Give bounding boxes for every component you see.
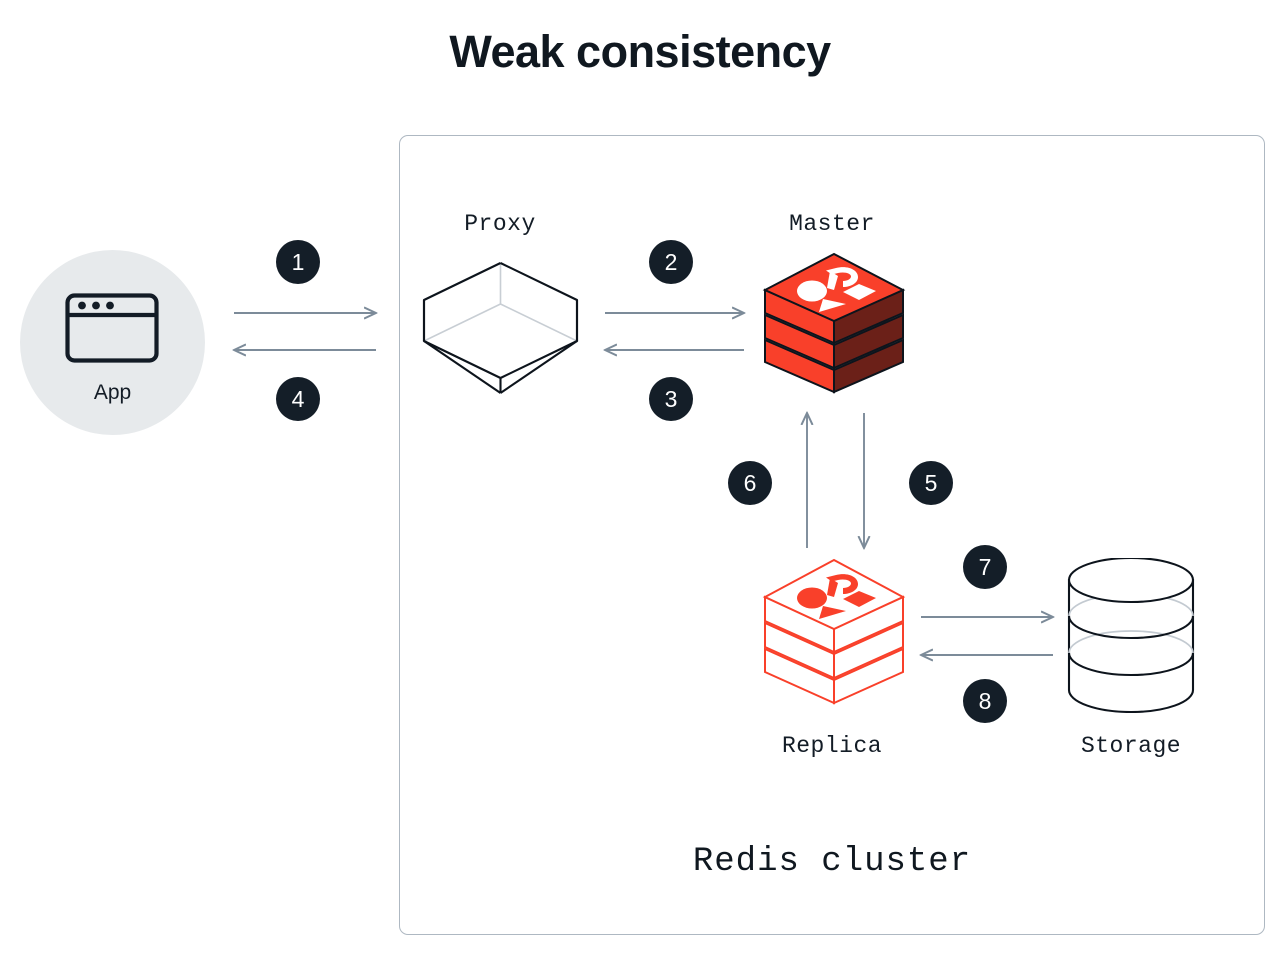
storage-label: Storage xyxy=(1080,733,1182,759)
step-badge-4[interactable]: 4 xyxy=(276,377,320,421)
step-badge-7[interactable]: 7 xyxy=(963,545,1007,589)
app-node[interactable] xyxy=(20,250,205,435)
app-label: App xyxy=(93,381,132,404)
browser-window-icon xyxy=(65,293,159,363)
step-badge-2[interactable]: 2 xyxy=(649,240,693,284)
isometric-open-box-icon xyxy=(422,262,579,394)
redis-cube-filled-icon xyxy=(762,252,906,394)
database-cylinder-icon xyxy=(1067,556,1195,714)
replica-node[interactable] xyxy=(762,556,906,706)
storage-node[interactable] xyxy=(1065,556,1197,714)
redis-cube-outline-icon xyxy=(762,558,906,705)
proxy-node[interactable] xyxy=(418,258,583,398)
step-badge-6[interactable]: 6 xyxy=(728,461,772,505)
page-title: Weak consistency xyxy=(449,26,831,77)
step-badge-1[interactable]: 1 xyxy=(276,240,320,284)
step-badge-8[interactable]: 8 xyxy=(963,679,1007,723)
master-node[interactable] xyxy=(762,250,906,395)
master-label: Master xyxy=(789,211,875,237)
step-badge-3[interactable]: 3 xyxy=(649,377,693,421)
redis-cluster-boundary xyxy=(399,135,1265,935)
step-badge-5[interactable]: 5 xyxy=(909,461,953,505)
proxy-label: Proxy xyxy=(464,211,536,237)
replica-label: Replica xyxy=(781,733,883,759)
redis-cluster-label: Redis cluster xyxy=(692,843,972,881)
